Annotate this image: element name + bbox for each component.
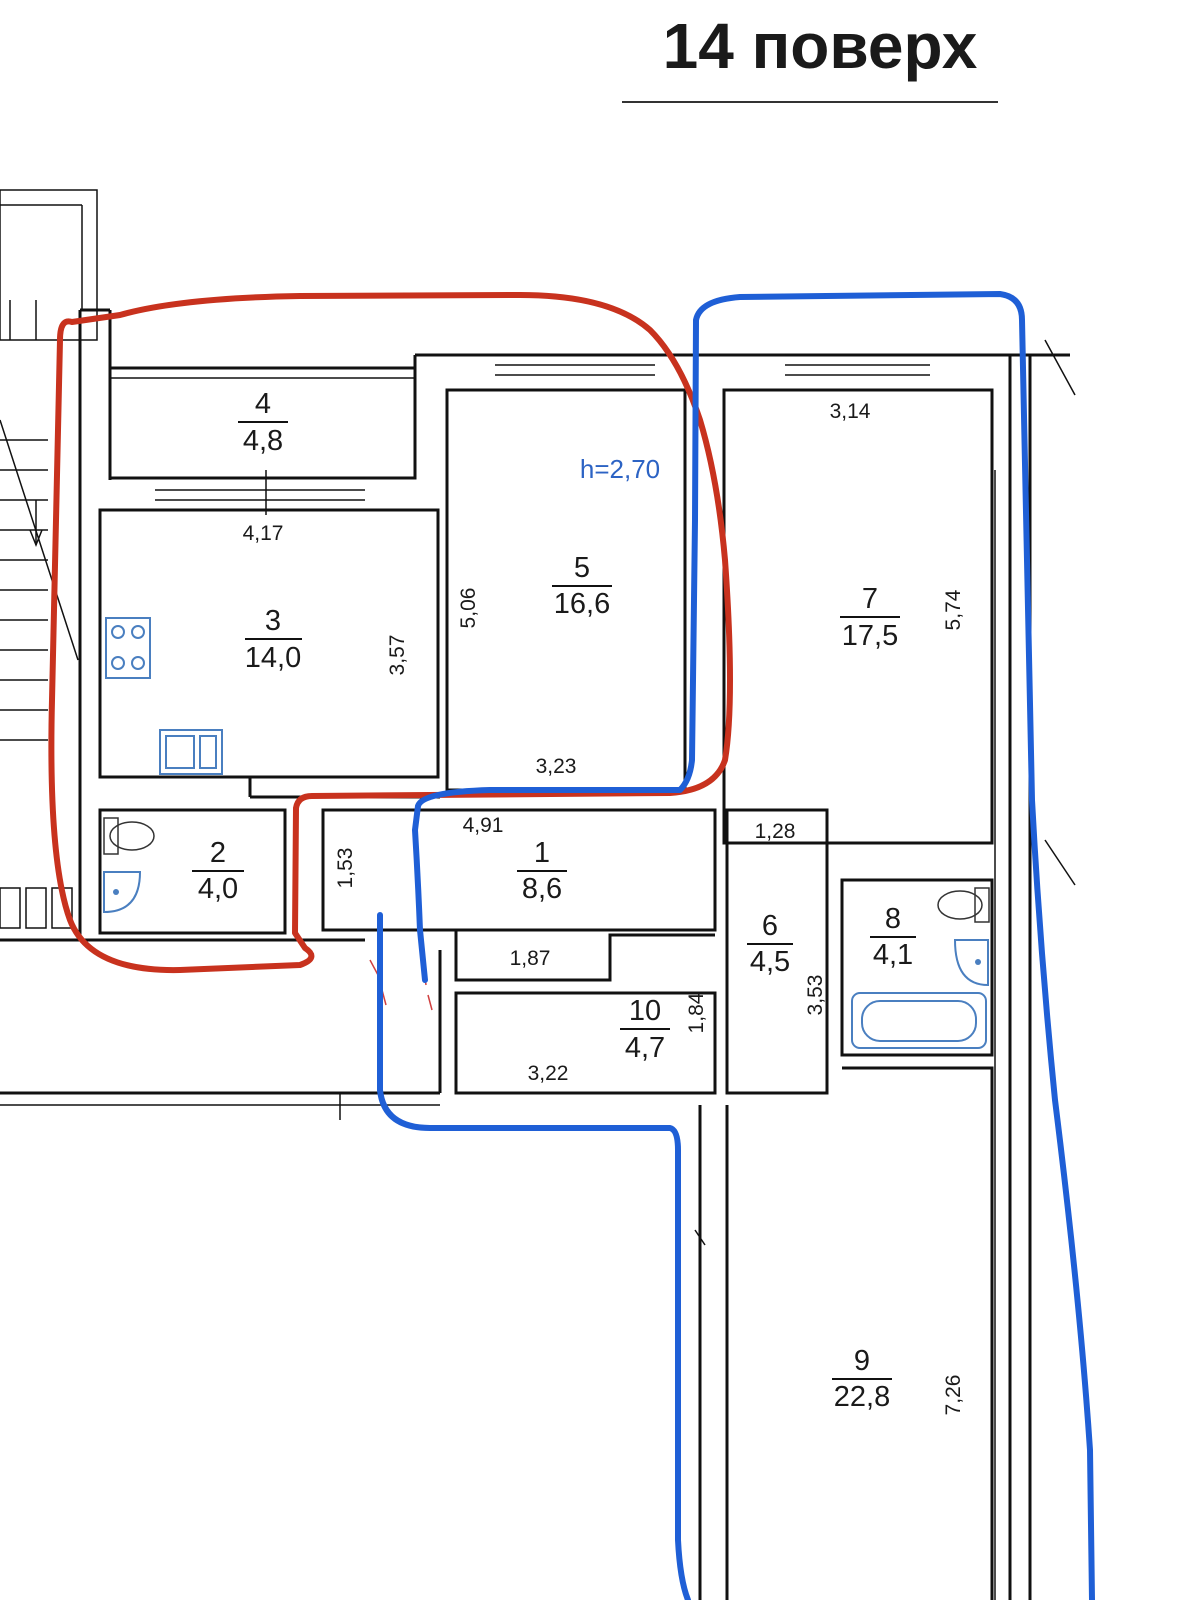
svg-text:8,6: 8,6 xyxy=(522,873,562,905)
dim-3-14: 3,14 xyxy=(830,400,871,423)
blue-outline xyxy=(377,291,1095,1600)
room-label-7: 7 17,5 xyxy=(840,583,900,652)
dim-3-57: 3,57 xyxy=(386,635,409,676)
svg-text:4,7: 4,7 xyxy=(625,1032,665,1064)
dim-7-26: 7,26 xyxy=(942,1375,965,1416)
svg-text:3: 3 xyxy=(265,605,281,637)
dim-4-91: 4,91 xyxy=(463,814,504,837)
room-label-1: 1 8,6 xyxy=(517,837,567,905)
svg-text:16,6: 16,6 xyxy=(554,588,610,620)
dim-1-87: 1,87 xyxy=(510,947,551,970)
bathtub-icon xyxy=(851,992,987,1049)
svg-text:4,8: 4,8 xyxy=(243,425,283,457)
svg-text:9: 9 xyxy=(854,1345,870,1377)
dim-1-53: 1,53 xyxy=(334,848,357,889)
svg-text:4,1: 4,1 xyxy=(873,939,913,971)
dim-1-84: 1,84 xyxy=(685,992,708,1033)
kitchen-sink-icon xyxy=(159,729,223,775)
room-label-4: 4 4,8 xyxy=(238,388,288,457)
stove-icon xyxy=(105,617,151,679)
svg-text:2: 2 xyxy=(210,837,226,869)
toilet-icon-2 xyxy=(937,887,990,923)
floor-title: 14 поверх xyxy=(663,10,978,82)
svg-text:5: 5 xyxy=(574,552,590,584)
svg-text:17,5: 17,5 xyxy=(842,620,898,652)
red-outline xyxy=(48,292,733,974)
svg-text:4,0: 4,0 xyxy=(198,873,238,905)
room-label-6: 6 4,5 xyxy=(747,910,793,978)
svg-text:4,5: 4,5 xyxy=(750,946,790,978)
room-label-8: 8 4,1 xyxy=(870,903,916,971)
dim-1-28: 1,28 xyxy=(755,820,796,843)
washbasin-icon-2 xyxy=(953,939,989,987)
washbasin-icon xyxy=(103,871,142,914)
staircase xyxy=(0,189,98,929)
room-label-2: 2 4,0 xyxy=(192,837,244,905)
toilet-icon xyxy=(103,817,155,855)
room-label-5: 5 16,6 xyxy=(552,552,612,620)
room-label-3: 3 14,0 xyxy=(245,605,302,674)
dim-5-06: 5,06 xyxy=(457,588,480,629)
svg-text:14,0: 14,0 xyxy=(245,642,301,674)
svg-text:1: 1 xyxy=(534,837,550,869)
room-label-9: 9 22,8 xyxy=(832,1345,892,1413)
svg-text:22,8: 22,8 xyxy=(834,1381,890,1413)
dim-5-74: 5,74 xyxy=(942,589,965,630)
room-label-10: 10 4,7 xyxy=(620,995,670,1064)
ceiling-height: h=2,70 xyxy=(580,454,660,484)
dim-3-53: 3,53 xyxy=(804,975,827,1016)
dim-3-23: 3,23 xyxy=(536,755,577,778)
dim-3-22: 3,22 xyxy=(528,1062,569,1085)
svg-text:8: 8 xyxy=(885,903,901,935)
svg-text:6: 6 xyxy=(762,910,778,942)
svg-text:7: 7 xyxy=(862,583,878,615)
svg-text:4: 4 xyxy=(255,388,271,420)
dim-4-17: 4,17 xyxy=(243,522,284,545)
svg-text:10: 10 xyxy=(629,995,661,1027)
